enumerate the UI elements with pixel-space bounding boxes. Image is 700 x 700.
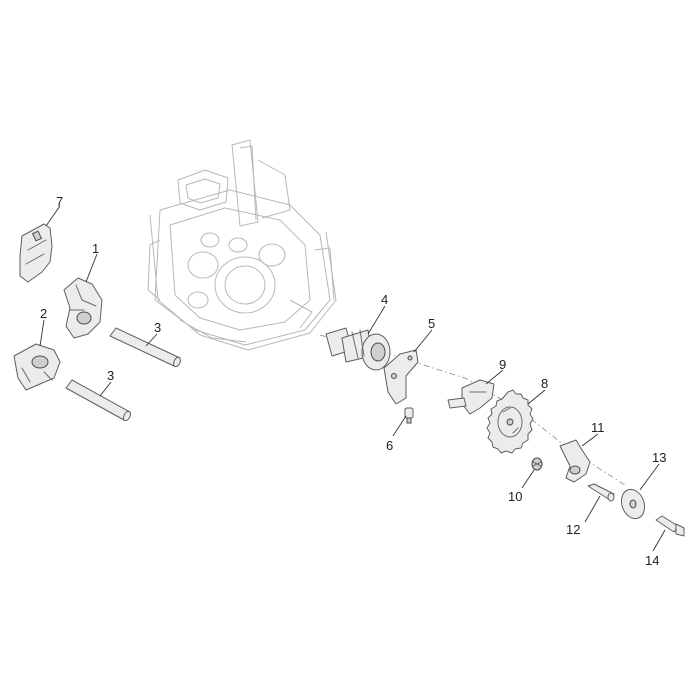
leader-line-5 [413, 329, 433, 353]
part-2-rocker-arm [13, 343, 61, 391]
callout-10: 10 [508, 489, 522, 504]
callout-7: 7 [56, 194, 63, 209]
callout-2: 2 [40, 306, 47, 321]
part-6-screw [404, 407, 414, 424]
leader-line-1 [85, 253, 98, 283]
part-5-retaining-plate [383, 349, 419, 405]
callout-11: 11 [591, 420, 605, 435]
leader-line-6 [392, 415, 407, 437]
callout-3a: 3 [154, 320, 161, 335]
part-9-bracket [447, 379, 495, 415]
leader-line-9 [485, 369, 504, 385]
cylinder-head [147, 139, 337, 351]
part-4-camshaft [325, 327, 391, 371]
part-12-pin [587, 483, 615, 502]
leader-line-7 [45, 205, 61, 227]
leader-line-11 [581, 433, 599, 447]
part-8-cam-sprocket [486, 389, 534, 454]
leader-line-14 [652, 529, 666, 552]
leader-line-2 [39, 319, 45, 347]
leader-line-8 [527, 389, 546, 405]
leader-line-10 [521, 469, 535, 489]
callout-9: 9 [499, 357, 506, 372]
leader-line-3a [145, 333, 158, 347]
part-7-clip [19, 223, 53, 283]
callout-4: 4 [381, 292, 388, 307]
part-11-decompressor-lever [559, 439, 591, 483]
part-10-spring [531, 457, 543, 471]
callout-5: 5 [428, 316, 435, 331]
callout-14: 14 [645, 553, 659, 568]
leader-line-12 [584, 495, 601, 523]
leader-line-13 [639, 463, 660, 491]
callout-12: 12 [566, 522, 580, 537]
part-13-washer [620, 488, 646, 520]
part-3b-rocker-shaft [65, 379, 132, 422]
callout-1: 1 [92, 241, 99, 256]
callout-3b: 3 [107, 368, 114, 383]
leader-line-3b [99, 381, 112, 397]
part-1-rocker-arm [63, 277, 103, 339]
callout-6: 6 [386, 438, 393, 453]
leader-line-4 [367, 305, 386, 335]
part-3a-rocker-shaft [109, 327, 181, 368]
callout-8: 8 [541, 376, 548, 391]
part-14-bolt [655, 515, 685, 537]
callout-13: 13 [652, 450, 666, 465]
